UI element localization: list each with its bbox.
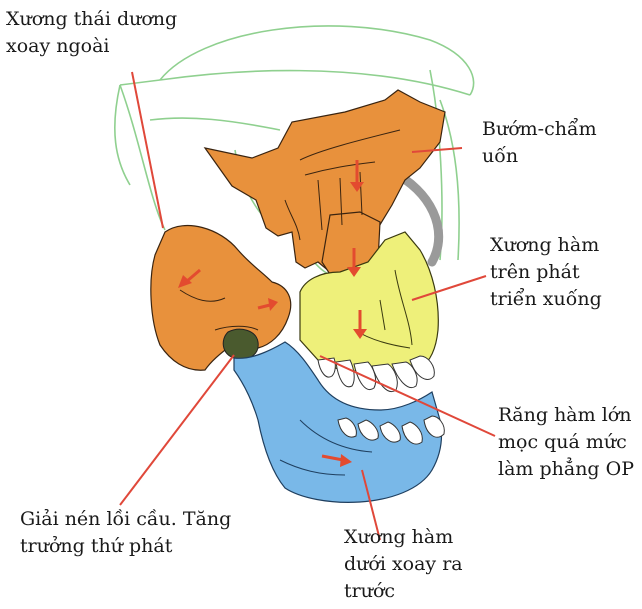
label-line: xoay ngoài <box>6 33 177 60</box>
label-line: mọc quá mức <box>498 429 634 456</box>
label-line: Răng hàm lớn <box>498 402 634 429</box>
label-line: Xương hàm <box>490 232 602 259</box>
label-line: trước <box>344 578 463 605</box>
label-line: triển xuống <box>490 286 602 313</box>
label-line: uốn <box>482 143 597 170</box>
label-molar-overeruption: Răng hàm lớn mọc quá mức làm phẳng OP <box>498 402 634 483</box>
label-temporal-rotation: Xương thái dương xoay ngoài <box>6 6 177 60</box>
label-line: Xương hàm <box>344 524 463 551</box>
label-line: Giải nén lồi cầu. Tăng <box>20 506 231 533</box>
label-mandible-rotation: Xương hàm dưới xoay ra trước <box>344 524 463 605</box>
label-line: Xương thái dương <box>6 6 177 33</box>
label-condyle-decompression: Giải nén lồi cầu. Tăng trưởng thứ phát <box>20 506 231 560</box>
label-line: Bướm-chẩm <box>482 116 597 143</box>
condyle <box>223 329 258 359</box>
label-line: làm phẳng OP <box>498 456 634 483</box>
label-spheno-occipital: Bướm-chẩm uốn <box>482 116 597 170</box>
label-line: trưởng thứ phát <box>20 533 231 560</box>
label-line: trên phát <box>490 259 602 286</box>
label-line: dưới xoay ra <box>344 551 463 578</box>
label-maxilla-growth: Xương hàm trên phát triển xuống <box>490 232 602 313</box>
leader-temporal <box>132 72 163 228</box>
temporal-bone <box>151 226 291 371</box>
leader-condyle <box>120 355 234 505</box>
